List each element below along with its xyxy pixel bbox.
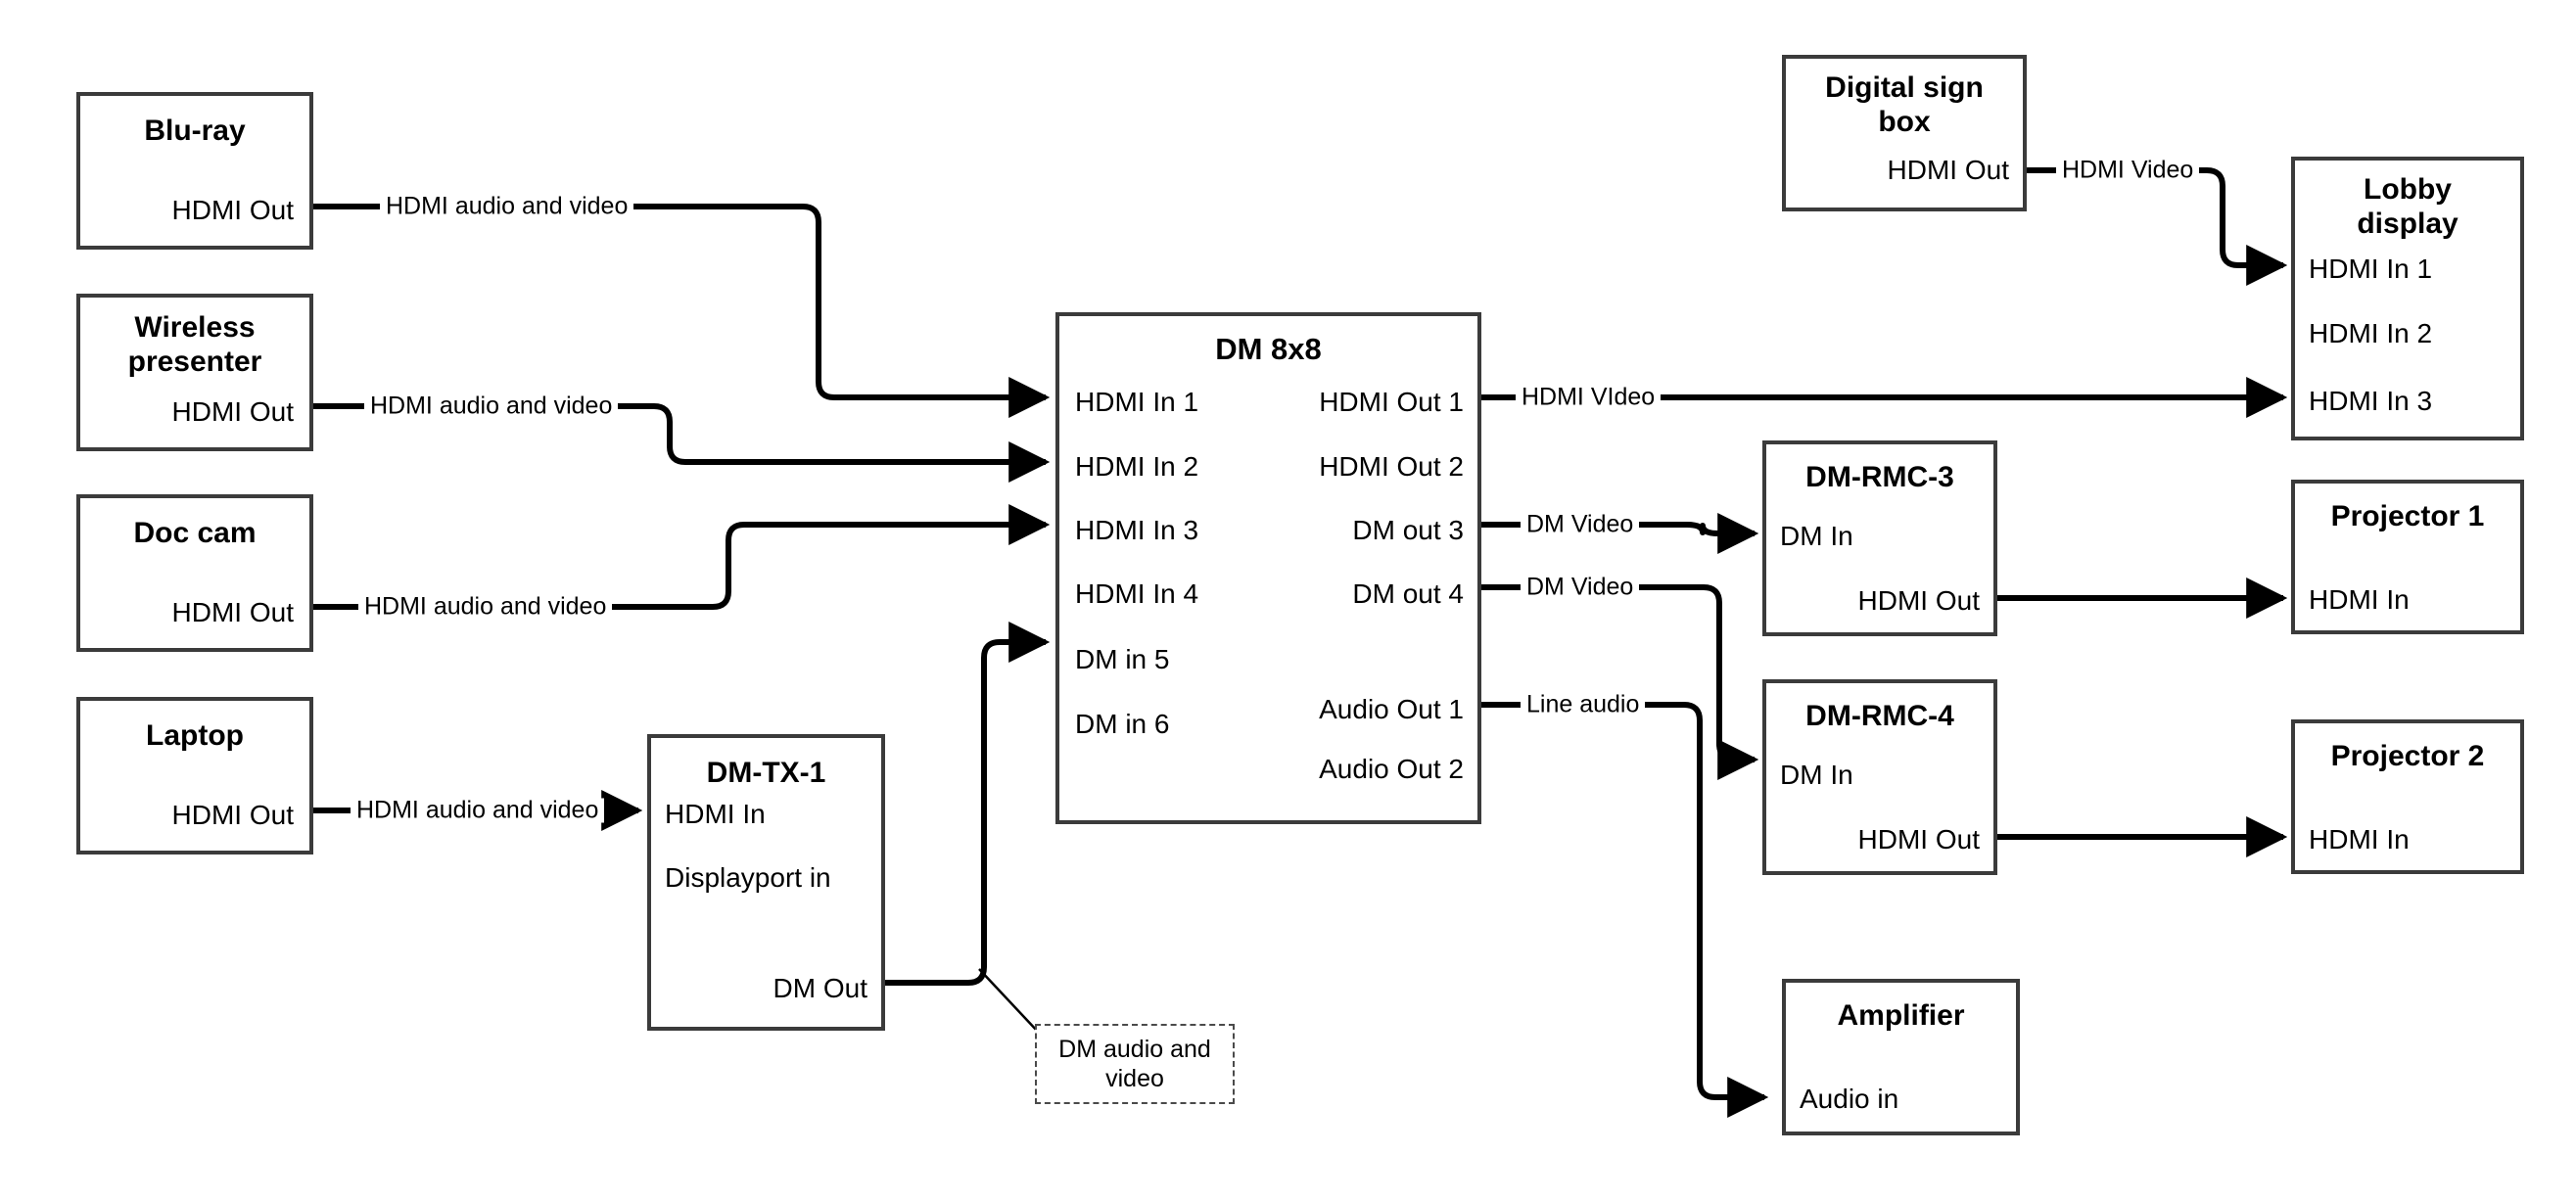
- wire-bluray-to-hdmi-in-1: [313, 204, 1051, 418]
- port-dm8x8-dm-in-5: DM in 5: [1075, 644, 1170, 674]
- port-dm8x8-hdmi-in-4: HDMI In 4: [1075, 578, 1199, 609]
- node-laptop[interactable]: Laptop HDMI Out: [76, 697, 313, 855]
- port-rmc3-hdmi-out: HDMI Out: [1857, 585, 1980, 616]
- port-rmc4-dm-in: DM In: [1780, 760, 1853, 790]
- node-wireless-presenter[interactable]: Wireless presenter HDMI Out: [76, 294, 313, 451]
- port-doccam-hdmi-out: HDMI Out: [171, 597, 294, 627]
- node-laptop-title: Laptop: [146, 719, 244, 752]
- node-dm-rmc-3-title: DM-RMC-3: [1805, 461, 1954, 493]
- node-dm-tx-1-title: DM-TX-1: [706, 757, 826, 789]
- port-projector2-hdmi-in: HDMI In: [2309, 824, 2410, 855]
- port-dm8x8-hdmi-out-1: HDMI Out 1: [1319, 387, 1464, 417]
- port-amplifier-audio-in: Audio in: [1800, 1084, 1899, 1114]
- port-lobby-hdmi-in-3: HDMI In 3: [2309, 386, 2433, 416]
- edge-label-sign-to-lobby: HDMI Video: [2056, 158, 2200, 183]
- node-dm-rmc-4[interactable]: DM-RMC-4 DM In HDMI Out: [1762, 679, 1997, 875]
- edge-label-wireless: HDMI audio and video: [364, 393, 619, 419]
- edge-label-laptop: HDMI audio and video: [351, 798, 605, 823]
- node-amplifier-title: Amplifier: [1837, 999, 1965, 1032]
- node-bluray-title: Blu-ray: [144, 115, 246, 147]
- node-projector-1[interactable]: Projector 1 HDMI In: [2291, 480, 2524, 634]
- port-rmc3-dm-in: DM In: [1780, 521, 1853, 551]
- note-dm-audio-and-video: DM audio and video: [1035, 1024, 1235, 1104]
- node-doc-cam-title: Doc cam: [133, 517, 257, 549]
- port-projector1-hdmi-in: HDMI In: [2309, 584, 2410, 615]
- node-digital-sign-box-title: Digital sign box: [1825, 71, 1984, 139]
- node-doc-cam[interactable]: Doc cam HDMI Out: [76, 494, 313, 652]
- node-bluray[interactable]: Blu-ray HDMI Out: [76, 92, 313, 250]
- node-wireless-presenter-title: Wireless presenter: [127, 311, 262, 379]
- node-digital-sign-box[interactable]: Digital sign box HDMI Out: [1782, 55, 2027, 211]
- edge-label-audio-out-1: Line audio: [1521, 692, 1646, 717]
- port-dm8x8-dm-in-6: DM in 6: [1075, 709, 1170, 739]
- edge-label-dm-out-3: DM Video: [1521, 512, 1640, 537]
- node-dm-8x8[interactable]: DM 8x8 HDMI In 1 HDMI In 2 HDMI In 3 HDM…: [1055, 312, 1481, 824]
- port-dmtx1-dm-out: DM Out: [773, 973, 867, 1003]
- node-lobby-display[interactable]: Lobby display HDMI In 1 HDMI In 2 HDMI I…: [2291, 157, 2524, 440]
- node-dm-tx-1[interactable]: DM-TX-1 HDMI In Displayport in DM Out: [647, 734, 885, 1031]
- port-rmc4-hdmi-out: HDMI Out: [1857, 824, 1980, 855]
- port-dm8x8-dm-out-4: DM out 4: [1352, 578, 1464, 609]
- port-lobby-hdmi-in-2: HDMI In 2: [2309, 318, 2433, 348]
- node-projector-1-title: Projector 1: [2330, 500, 2485, 532]
- wire-dmtx1-to-dm-in-5: [885, 622, 1051, 986]
- port-wireless-hdmi-out: HDMI Out: [171, 396, 294, 427]
- node-amplifier[interactable]: Amplifier Audio in: [1782, 979, 2020, 1135]
- port-dm8x8-hdmi-in-2: HDMI In 2: [1075, 451, 1199, 482]
- node-lobby-display-title: Lobby display: [2357, 173, 2459, 241]
- port-dm8x8-hdmi-in-1: HDMI In 1: [1075, 387, 1199, 417]
- port-bluray-hdmi-out: HDMI Out: [171, 195, 294, 225]
- node-projector-2[interactable]: Projector 2 HDMI In: [2291, 719, 2524, 874]
- edge-label-hdmi-out-1: HDMI VIdeo: [1516, 385, 1662, 410]
- port-dm8x8-audio-out-1: Audio Out 1: [1319, 694, 1464, 724]
- port-dm8x8-dm-out-3: DM out 3: [1352, 515, 1464, 545]
- edge-label-dm-out-4: DM Video: [1521, 575, 1640, 600]
- node-dm-8x8-title: DM 8x8: [1215, 332, 1322, 366]
- port-dm8x8-hdmi-out-2: HDMI Out 2: [1319, 451, 1464, 482]
- node-dm-rmc-3[interactable]: DM-RMC-3 DM In HDMI Out: [1762, 440, 1997, 636]
- node-projector-2-title: Projector 2: [2330, 740, 2485, 772]
- port-sign-hdmi-out: HDMI Out: [1887, 155, 2009, 185]
- port-dm8x8-audio-out-2: Audio Out 2: [1319, 754, 1464, 784]
- wire-sign-to-lobby-hdmi-in-1: [2027, 167, 2288, 286]
- port-dmtx1-displayport-in: Displayport in: [665, 862, 831, 893]
- wire-audio-out-1-to-amplifier: [1481, 702, 1769, 1118]
- port-laptop-hdmi-out: HDMI Out: [171, 800, 294, 830]
- wire-dm-out-4-to-rmc4: [1481, 584, 1759, 780]
- edge-label-bluray: HDMI audio and video: [380, 194, 634, 219]
- port-dm8x8-hdmi-in-3: HDMI In 3: [1075, 515, 1199, 545]
- port-dmtx1-hdmi-in: HDMI In: [665, 799, 766, 829]
- node-dm-rmc-4-title: DM-RMC-4: [1805, 700, 1954, 732]
- port-lobby-hdmi-in-1: HDMI In 1: [2309, 254, 2433, 284]
- edge-label-doccam: HDMI audio and video: [358, 594, 613, 620]
